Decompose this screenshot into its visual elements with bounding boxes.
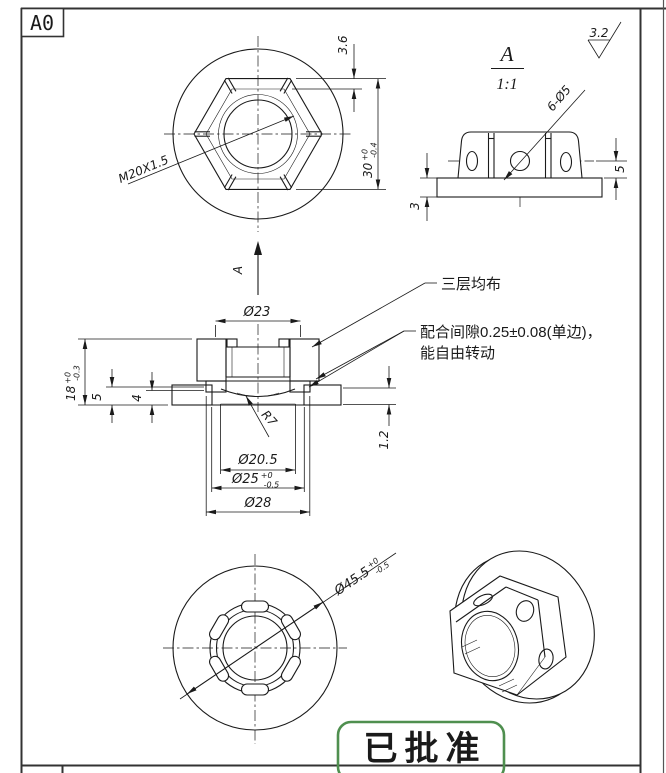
lip-gap-dim: 1.2 <box>377 430 391 449</box>
note-fit-line2: 能自由转动 <box>420 345 495 362</box>
hole-pattern-dim: 6-Ø5 <box>544 83 574 114</box>
base-plate-side <box>436 177 603 198</box>
side-hole-right <box>559 151 573 173</box>
side-slots <box>487 133 552 178</box>
thread-minor-circle <box>223 99 293 169</box>
face-hole-lower-iso <box>538 648 554 670</box>
side-hole-center <box>509 150 531 172</box>
thread-leader <box>127 115 295 185</box>
across-flats-dim: 30+0-0.4 <box>361 142 379 178</box>
isometric-view <box>449 550 595 704</box>
pilot-diameter-dim: Ø25+0-0.5 <box>231 471 279 490</box>
slot-notch-right <box>278 338 290 348</box>
sphere-radius-dim: R7 <box>259 408 280 430</box>
flange-circle <box>172 48 344 220</box>
side-hole-left <box>465 150 479 172</box>
castellation-slots <box>209 600 301 696</box>
bore-lines <box>222 346 294 382</box>
iso-slot-marks <box>461 639 518 693</box>
view-label: A <box>499 42 514 66</box>
thread-major-circle <box>218 94 298 174</box>
sphere-seat-arc2 <box>236 392 280 397</box>
surface-finish-symbol: 3.2 <box>587 21 622 59</box>
note-fit-line1: 配合间隙0.25±0.08(单边)， <box>420 324 602 341</box>
annotations: 三层均布 配合间隙0.25±0.08(单边)， 能自由转动 <box>308 276 602 388</box>
section-arrow-label: A <box>231 266 245 275</box>
view-scale: 1:1 <box>496 76 517 93</box>
plate-section-right <box>303 384 342 406</box>
hex-chamfer <box>205 88 311 180</box>
section-arrow: A <box>231 241 262 295</box>
detail-view-a: A 1:1 3.2 6-Ø5 5 <box>408 21 627 221</box>
r7-leader <box>245 395 270 438</box>
chamfer-dim-label: 3.6 <box>336 35 350 54</box>
outer-diameter-dim: Ø45.5+0-0.5 <box>331 552 392 601</box>
bore-circle-bottom <box>222 615 288 681</box>
bore-inner-iso <box>464 615 516 677</box>
stamp-text: 已批准 <box>364 730 487 768</box>
bottom-view: Ø45.5+0-0.5 <box>163 552 397 744</box>
drawing-border: A0 <box>20 0 666 773</box>
note-layers: 三层均布 <box>441 276 501 293</box>
top-face-hole-iso <box>473 593 493 607</box>
stamp-border <box>336 720 506 773</box>
washer-lip-left <box>205 380 227 393</box>
surface-finish-value: 3.2 <box>589 26 608 40</box>
top-view: M20X1.5 3.6 30+0-0.4 A <box>116 35 386 295</box>
slot-marks <box>194 77 322 191</box>
body-height-dim: 18+0-0.3 <box>64 365 82 401</box>
approval-stamp: 已批准 <box>336 720 506 773</box>
d23-dim: Ø23 <box>243 305 271 320</box>
flange-diameter-dim: Ø28 <box>244 496 272 511</box>
seat-depth-dim: 4 <box>130 394 144 402</box>
thread-dim-label: M20X1.5 <box>116 153 170 186</box>
body-section-left <box>196 338 227 382</box>
hex-outline <box>193 78 323 190</box>
section-view: Ø23 18+0-0.3 5 4 R7 1.2 <box>64 305 396 516</box>
face-hole-upper-iso <box>515 600 535 622</box>
flange-circle-bottom <box>172 565 338 731</box>
plate-section-left <box>171 384 213 406</box>
hole-height-dim: 5 <box>613 165 627 173</box>
format-label: A0 <box>30 11 54 35</box>
slot-notch-left <box>226 338 238 348</box>
format-box <box>20 7 65 38</box>
bore-iso <box>460 610 520 682</box>
washer-height-dim: 5 <box>90 393 104 401</box>
plate-thickness-dim: 3 <box>408 202 422 210</box>
bore-diameter-dim: Ø20.5 <box>237 453 277 468</box>
hole-pattern-leader <box>503 89 586 181</box>
